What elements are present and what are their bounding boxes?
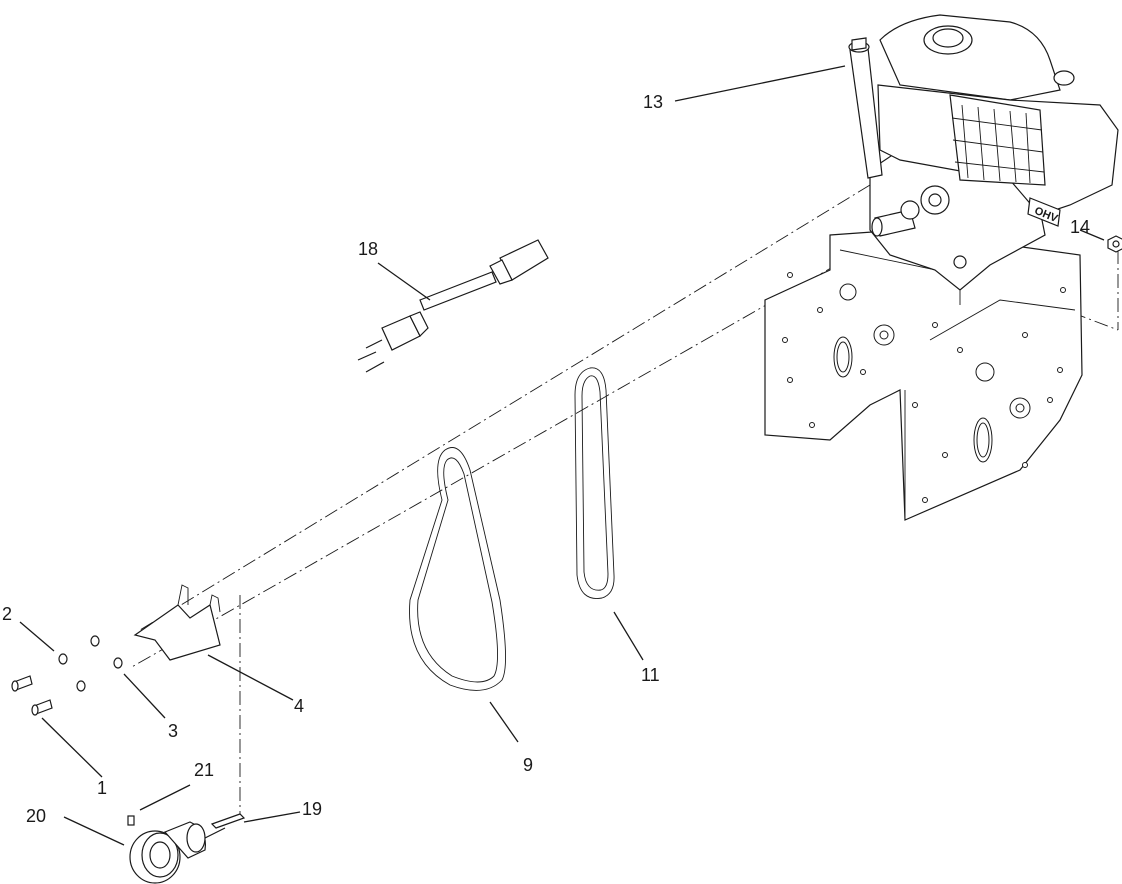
callout-14: 14 xyxy=(1070,217,1090,237)
callout-9: 9 xyxy=(523,755,533,775)
hardware-parts xyxy=(11,635,123,716)
bracket-part-4 xyxy=(133,584,221,661)
set-screw-part-21 xyxy=(127,815,135,826)
engine: OHV xyxy=(848,14,1119,291)
callout-13: 13 xyxy=(643,92,663,112)
callout-4: 4 xyxy=(294,696,304,716)
callout-18: 18 xyxy=(358,239,378,259)
plate-bolt-holes xyxy=(782,272,1066,503)
engine-grille xyxy=(951,104,1045,184)
belt-part-9 xyxy=(409,447,506,691)
callout-labels: 13 18 14 2 4 3 1 21 20 19 9 11 xyxy=(2,92,1090,826)
leader-lines xyxy=(19,65,1105,846)
callout-21: 21 xyxy=(194,760,214,780)
callout-2: 2 xyxy=(2,604,12,624)
callout-19: 19 xyxy=(302,799,322,819)
callout-1: 1 xyxy=(97,778,107,798)
callout-3: 3 xyxy=(168,721,178,741)
callout-11: 11 xyxy=(641,665,660,685)
belt-part-11 xyxy=(574,367,615,599)
pulley-part-20 xyxy=(129,821,226,884)
nut-part-14 xyxy=(1107,235,1122,253)
key-part-19 xyxy=(210,813,246,829)
engine-mount-plates xyxy=(764,229,1083,521)
power-cord-part-18 xyxy=(357,239,549,373)
callout-20: 20 xyxy=(26,806,46,826)
